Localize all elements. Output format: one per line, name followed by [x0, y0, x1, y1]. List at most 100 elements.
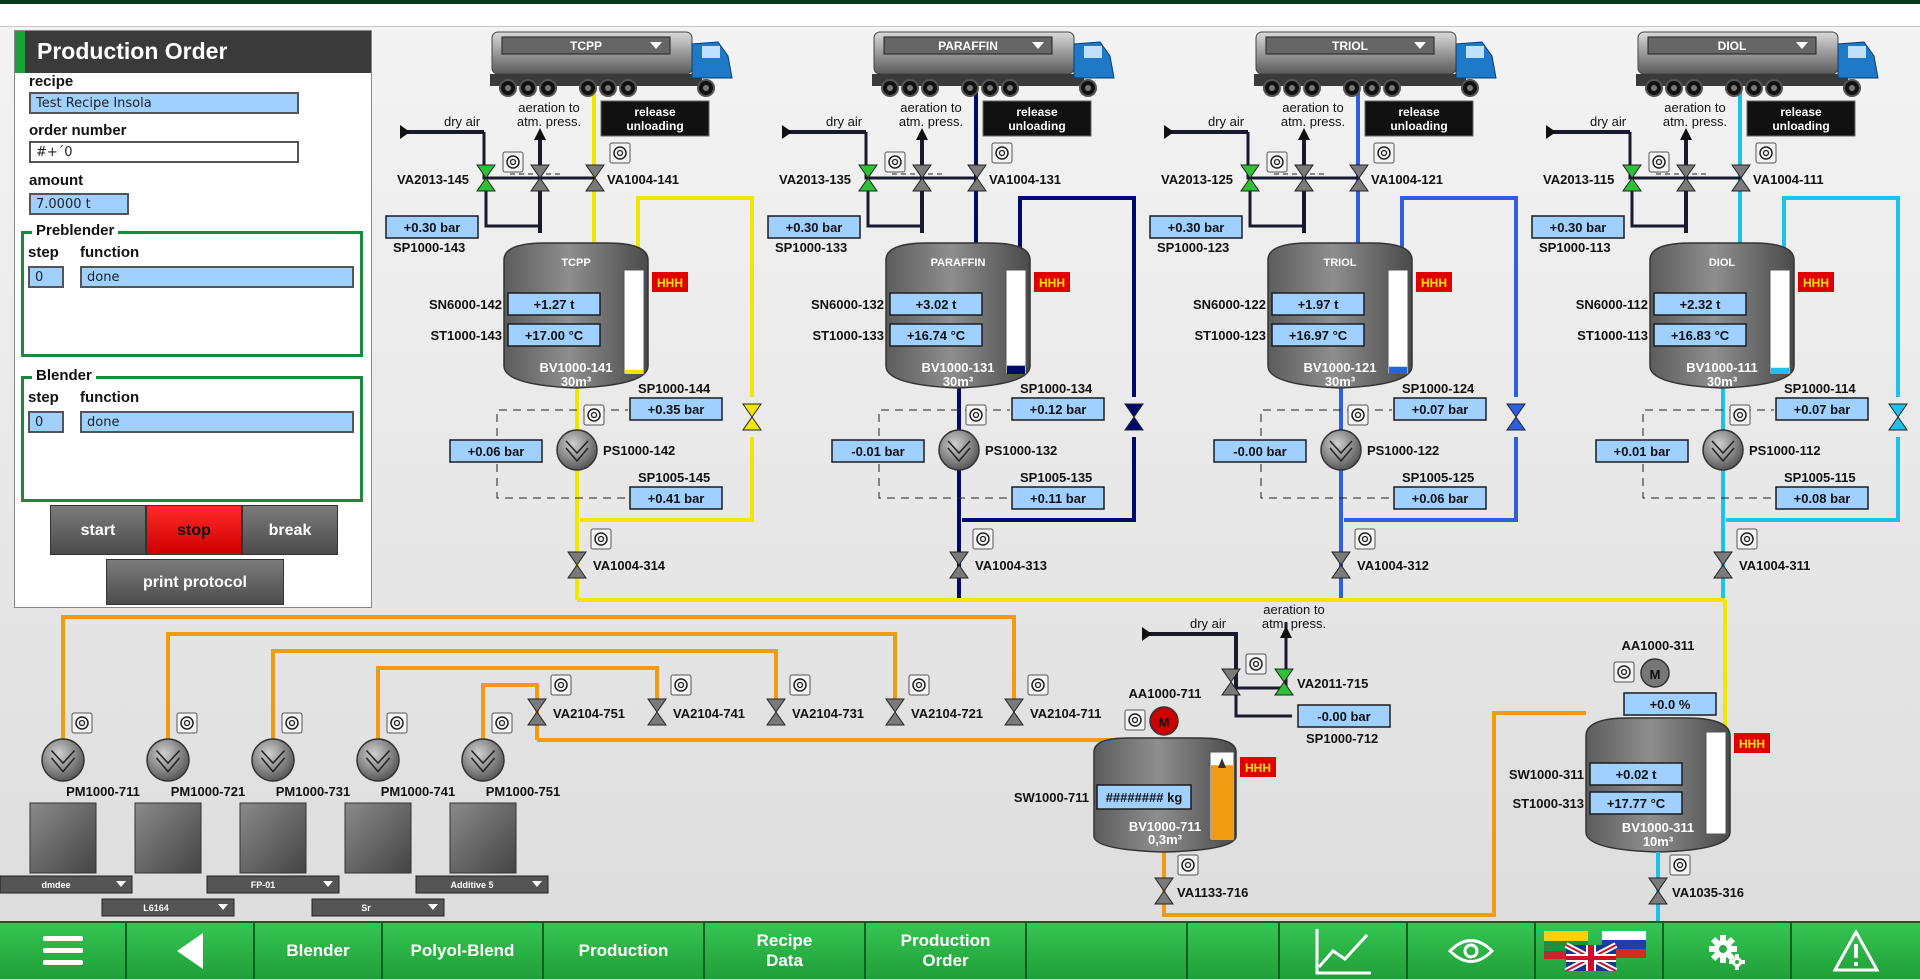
faceplate-VA2104-711[interactable] — [1027, 674, 1049, 696]
faceplate-PM1000-751[interactable] — [491, 712, 513, 734]
temperature-value[interactable]: +16.74 °C — [889, 323, 983, 347]
temperature-value[interactable]: +17.00 °C — [507, 323, 601, 347]
sp-top-value[interactable]: +0.30 bar — [1531, 215, 1625, 239]
faceplate-AA1000-311[interactable] — [1613, 661, 1635, 683]
sp-b-value[interactable]: +0.06 bar — [1393, 486, 1487, 510]
faceplate-VA2013-125[interactable] — [1266, 151, 1288, 173]
menu-button[interactable] — [0, 921, 127, 979]
temperature-value[interactable]: +17.77 °C — [1589, 791, 1683, 815]
ps-value[interactable]: +0.06 bar — [449, 439, 543, 463]
weight-value[interactable]: +1.27 t — [507, 292, 601, 316]
additive-selector-2[interactable]: FP-01 — [206, 875, 340, 894]
valve-VA2013-145-b[interactable] — [530, 164, 550, 192]
agitator-AA1000-711[interactable]: M — [1149, 706, 1179, 736]
pump-PM1000-741[interactable] — [356, 738, 400, 782]
sp-b-value[interactable]: +0.41 bar — [629, 486, 723, 510]
valve-VA2013-125[interactable] — [1240, 164, 1260, 192]
print-protocol-button[interactable]: print protocol — [106, 559, 284, 605]
pump-PM1000-751[interactable] — [461, 738, 505, 782]
valve-VA2104-721[interactable] — [885, 698, 905, 726]
faceplate-VA1004-131[interactable] — [991, 142, 1013, 164]
faceplate-PS1000-142[interactable] — [583, 404, 605, 426]
additive-selector-1[interactable]: dmdee — [0, 875, 133, 894]
faceplate-AA1000-711[interactable] — [1124, 709, 1146, 731]
additive-selector-3[interactable]: Additive 5 — [415, 875, 549, 894]
valve-VA2013-135-b[interactable] — [912, 164, 932, 192]
faceplate-PS1000-132[interactable] — [965, 404, 987, 426]
faceplate-VA2013-115[interactable] — [1648, 151, 1670, 173]
blender-step-field[interactable]: 0 — [28, 411, 64, 433]
break-button[interactable]: break — [242, 505, 338, 555]
pump-PM1000-731[interactable] — [251, 738, 295, 782]
recirc-valve[interactable] — [742, 403, 762, 431]
valve-VA1004-312[interactable] — [1331, 551, 1351, 579]
ps-value[interactable]: -0.00 bar — [1213, 439, 1307, 463]
stop-button[interactable]: stop — [146, 505, 242, 555]
faceplate-PM1000-741[interactable] — [386, 712, 408, 734]
valve-VA1004-141[interactable] — [585, 164, 605, 192]
valve-VA1004-311[interactable] — [1713, 551, 1733, 579]
pump-PS1000-132[interactable] — [938, 429, 980, 471]
sp-a-value[interactable]: +0.12 bar — [1011, 397, 1105, 421]
weight-value[interactable]: +2.32 t — [1653, 292, 1747, 316]
valve-VA1004-111[interactable] — [1731, 164, 1751, 192]
sp-a-value[interactable]: +0.07 bar — [1775, 397, 1869, 421]
ps-value[interactable]: +0.01 bar — [1595, 439, 1689, 463]
sp-b-value[interactable]: +0.08 bar — [1775, 486, 1869, 510]
valve-VA1004-313[interactable] — [949, 551, 969, 579]
valve-VA2104-751[interactable] — [527, 698, 547, 726]
faceplate-VA1004-313[interactable] — [972, 528, 994, 550]
faceplate-VA1004-141[interactable] — [609, 142, 631, 164]
faceplate-VA1035-316[interactable] — [1669, 854, 1691, 876]
recipe-field[interactable]: Test Recipe Insola — [29, 92, 299, 114]
preblender-step-field[interactable]: 0 — [28, 266, 64, 288]
nav-recipe-data[interactable]: Recipe Data — [705, 921, 866, 979]
truck-tcpp-selector[interactable]: TCPP — [501, 36, 671, 55]
temperature-value[interactable]: +16.97 °C — [1271, 323, 1365, 347]
view-button[interactable] — [1408, 921, 1536, 979]
faceplate-VA2104-751[interactable] — [550, 674, 572, 696]
faceplate-VA1004-314[interactable] — [590, 528, 612, 550]
order-number-field[interactable]: #+´0 — [29, 141, 299, 163]
nav-empty-2[interactable] — [1188, 921, 1280, 979]
valve-VA1004-121[interactable] — [1349, 164, 1369, 192]
sp-top-value[interactable]: +0.30 bar — [385, 215, 479, 239]
nav-production-order[interactable]: Production Order — [866, 921, 1027, 979]
faceplate-VA2104-731[interactable] — [789, 674, 811, 696]
truck-triol-selector[interactable]: TRIOL — [1265, 36, 1435, 55]
valve-VA2013-115-b[interactable] — [1676, 164, 1696, 192]
sp-b-value[interactable]: +0.11 bar — [1011, 486, 1105, 510]
faceplate-VA2013-135[interactable] — [884, 151, 906, 173]
ps-value[interactable]: -0.01 bar — [831, 439, 925, 463]
preblender-function-field[interactable]: done — [80, 266, 354, 288]
blender-function-field[interactable]: done — [80, 411, 354, 433]
faceplate-PM1000-711[interactable] — [71, 712, 93, 734]
faceplate-VA2104-721[interactable] — [908, 674, 930, 696]
agitator-speed-value[interactable]: +0.0 % — [1623, 692, 1717, 716]
valve-VA1133-716[interactable] — [1154, 877, 1174, 905]
pump-PM1000-711[interactable] — [41, 738, 85, 782]
additive-selector-b1[interactable]: L6164 — [101, 898, 235, 917]
valve-VA2104-731[interactable] — [766, 698, 786, 726]
amount-field[interactable]: 7.0000 t — [29, 193, 129, 215]
sp-a-value[interactable]: +0.35 bar — [629, 397, 723, 421]
faceplate-PM1000-721[interactable] — [176, 712, 198, 734]
sw-value[interactable]: ######## kg — [1096, 784, 1192, 810]
pump-PS1000-112[interactable] — [1702, 429, 1744, 471]
valve-VA1004-131[interactable] — [967, 164, 987, 192]
nav-empty-1[interactable] — [1027, 921, 1188, 979]
faceplate-PM1000-731[interactable] — [281, 712, 303, 734]
settings-button[interactable] — [1664, 921, 1792, 979]
additive-selector-b2[interactable]: Sr — [311, 898, 445, 917]
weight-value[interactable]: +1.97 t — [1271, 292, 1365, 316]
valve-VA1004-314[interactable] — [567, 551, 587, 579]
weight-value[interactable]: +3.02 t — [889, 292, 983, 316]
sp-value[interactable]: -0.00 bar — [1297, 704, 1391, 728]
